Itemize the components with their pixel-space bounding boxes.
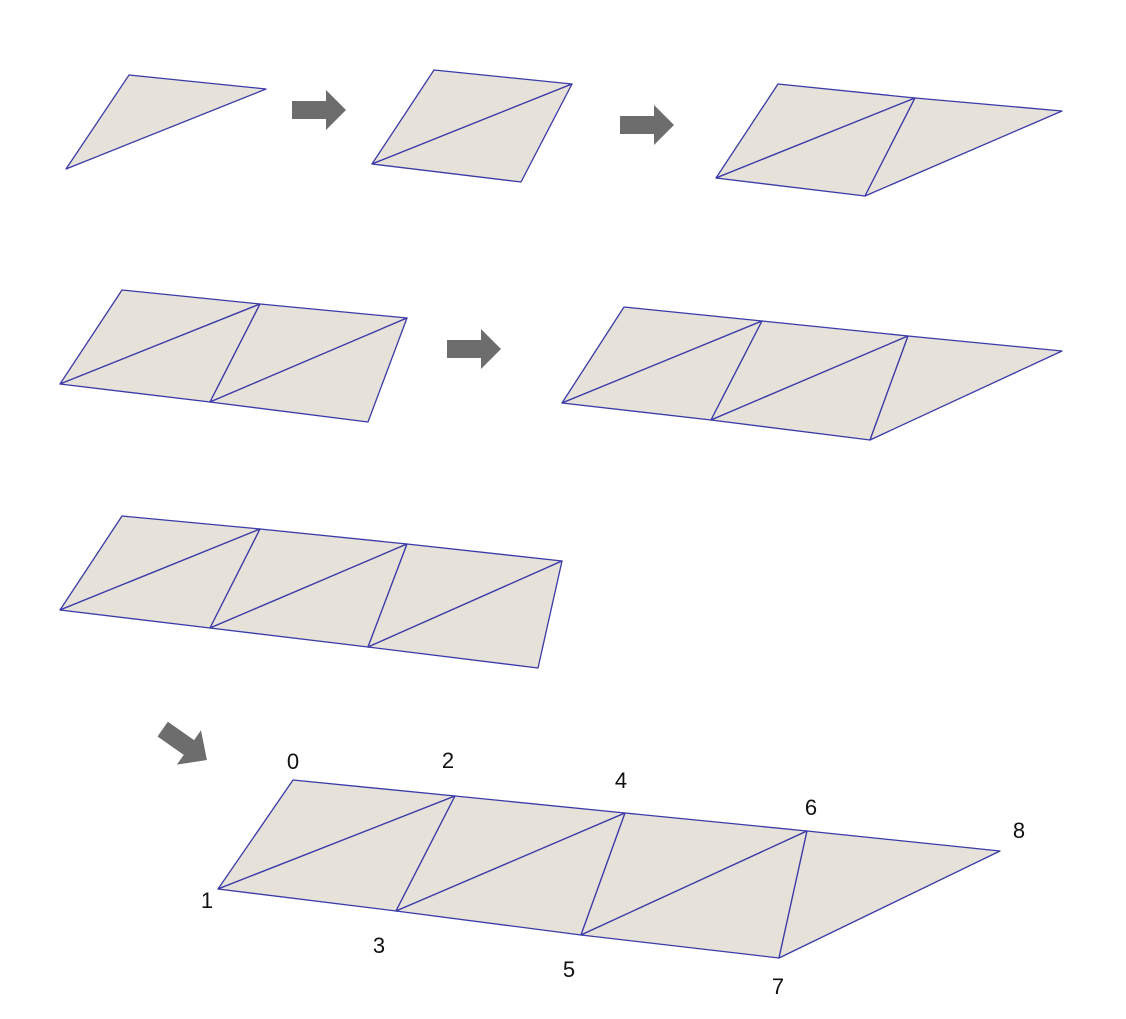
right-arrow-icon — [447, 329, 501, 369]
right-arrow-icon — [620, 105, 674, 145]
vertex-label-5: 5 — [563, 957, 575, 982]
step-1-one-triangle — [65, 74, 267, 170]
triangle — [778, 830, 1001, 959]
triangle — [869, 335, 1063, 441]
step-2-two-triangles — [371, 69, 573, 183]
triangle — [367, 560, 563, 669]
step-6-six-triangles — [59, 515, 563, 669]
vertex-label-3: 3 — [373, 933, 385, 958]
triangle — [864, 97, 1063, 197]
step-3-three-triangles — [715, 83, 1063, 197]
vertex-label-7: 7 — [772, 974, 784, 999]
step-5-five-triangles — [561, 306, 1063, 441]
triangle — [65, 74, 267, 170]
diagonal-arrow-icon — [157, 721, 207, 765]
vertex-label-4: 4 — [615, 768, 627, 793]
triangle — [209, 317, 408, 423]
vertex-label-8: 8 — [1013, 818, 1025, 843]
vertex-label-6: 6 — [805, 795, 817, 820]
vertex-label-0: 0 — [287, 749, 299, 774]
triangle — [371, 83, 573, 183]
final-labelled-strip: 0 1 2 3 4 5 6 7 8 — [201, 748, 1025, 999]
vertex-label-1: 1 — [201, 888, 213, 913]
right-arrow-icon — [292, 90, 346, 130]
vertex-label-2: 2 — [442, 748, 454, 773]
step-4-four-triangles — [59, 289, 408, 423]
